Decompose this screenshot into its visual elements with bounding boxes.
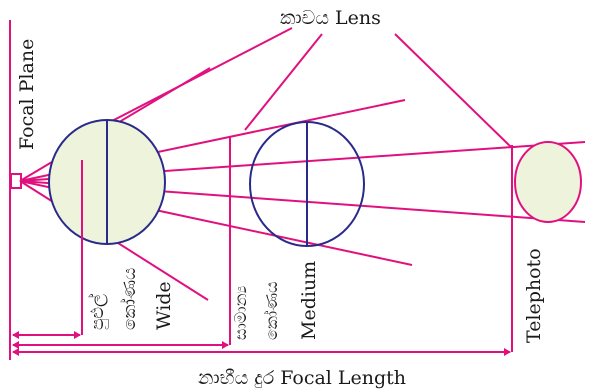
wide-label-en: Wide: [153, 281, 175, 330]
arrowhead: [12, 331, 19, 339]
focal-length-arrows: [12, 331, 511, 356]
medium-lens: [229, 121, 365, 345]
telephoto-lens: [511, 141, 582, 352]
lens-leader-line: [394, 33, 513, 149]
lens-label: කාචය Lens: [280, 7, 381, 29]
medium-label-si-2: කෝණය: [262, 281, 281, 340]
arrowhead: [12, 348, 19, 356]
lens-leader-line: [244, 33, 323, 131]
sensor-box: [10, 173, 22, 189]
wide-lens: [48, 119, 166, 335]
arrowhead: [504, 348, 511, 356]
lens-leader-line: [109, 27, 293, 123]
medium-label-en: Medium: [298, 261, 320, 340]
focal-length-label: නාභීය දුර Focal Length: [198, 367, 406, 389]
wide-label-si-2: කෝණය: [120, 268, 140, 330]
telephoto-lens-circle: [514, 141, 582, 223]
arrowhead: [74, 331, 81, 339]
medium-label-si-1: සාමාන්‍ය: [231, 285, 250, 340]
arrowhead: [222, 341, 229, 349]
focal-plane-label: Focal Plane: [16, 39, 38, 150]
arrowhead: [12, 341, 19, 349]
wide-label-si-1: පුළුල්: [88, 294, 108, 330]
telephoto-label: Telephoto: [523, 248, 545, 343]
